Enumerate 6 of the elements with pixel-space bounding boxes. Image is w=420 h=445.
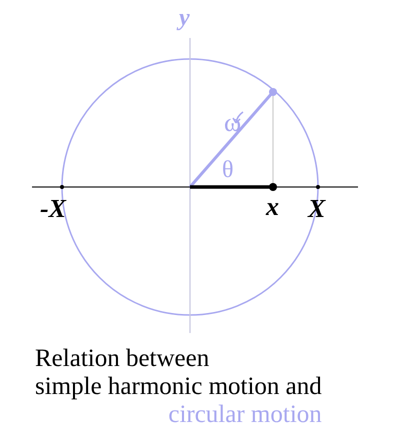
axis-label: y <box>179 6 190 30</box>
amplitude-label: X <box>308 196 326 222</box>
amplitude-label: -X <box>40 196 66 222</box>
angle-label: θ <box>222 158 234 182</box>
caption: Relation between simple harmonic motion and circular motion <box>35 345 322 429</box>
displacement-label: x <box>266 194 279 220</box>
